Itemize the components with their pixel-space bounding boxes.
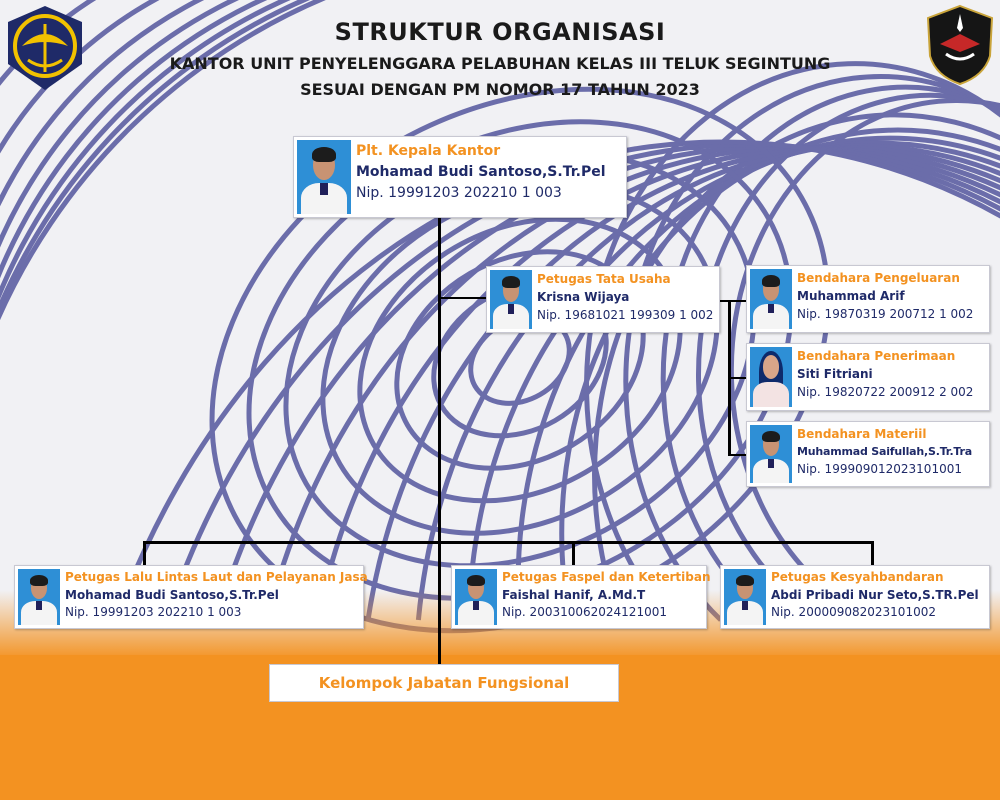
person-nip: Nip. 19820722 200912 2 002 — [797, 385, 974, 399]
connector-tu-to-bendahara — [718, 300, 748, 302]
photo-kesyahbandaran — [724, 569, 766, 625]
person-nip: Nip. 19991203 202210 1 003 — [65, 605, 242, 619]
connector-bendahara-penerimaan — [728, 377, 748, 379]
person-nip: Nip. 19991203 202210 1 003 — [356, 185, 562, 201]
role-label: Petugas Lalu Lintas Laut dan Pelayanan J… — [65, 570, 368, 584]
background-curve — [0, 0, 311, 313]
card-kesyahbandaran: Petugas Kesyahbandaran Abdi Pribadi Nur … — [720, 565, 990, 629]
background-curve — [0, 0, 240, 248]
background-curve — [515, 135, 1000, 621]
photo-kepala-kantor — [297, 140, 351, 214]
kelompok-jabatan-fungsional-box: Kelompok Jabatan Fungsional — [269, 664, 619, 702]
photo-bendahara-penerimaan — [750, 347, 792, 407]
person-name: Mohamad Budi Santoso,S.Tr.Pel — [65, 588, 279, 602]
background-curve — [696, 92, 1000, 623]
person-nip: Nip. 200310062024121001 — [502, 605, 667, 619]
person-nip: Nip. 19870319 200712 1 002 — [797, 307, 974, 321]
role-label: Petugas Tata Usaha — [537, 272, 671, 286]
photo-bendahara-materiil — [750, 425, 792, 483]
role-label: Bendahara Pengeluaran — [797, 271, 960, 285]
person-nip: Nip. 199909012023101001 — [797, 462, 962, 476]
card-bendahara-penerimaan: Bendahara Penerimaan Siti Fitriani Nip. … — [746, 343, 990, 411]
background-curve — [415, 143, 1000, 621]
person-name: Siti Fitriani — [797, 367, 873, 381]
connector-drop-middle — [572, 541, 575, 565]
connector-main-vertical — [438, 216, 441, 664]
person-name: Faishal Hanif, A.Md.T — [502, 588, 646, 602]
background-curve — [466, 140, 1000, 621]
background-curve — [0, 0, 205, 207]
photo-tata-usaha — [490, 270, 532, 329]
office-name: KANTOR UNIT PENYELENGGARA PELABUHAN KELA… — [169, 54, 831, 73]
card-lalu-lintas-laut: Petugas Lalu Lintas Laut dan Pelayanan J… — [14, 565, 368, 629]
background-curve — [584, 61, 1000, 622]
card-bendahara-materiil: Bendahara Materiil Muhammad Saifullah,S.… — [746, 421, 990, 487]
photo-faspel — [455, 569, 497, 625]
person-nip: Nip. 19681021 199309 1 002 — [537, 308, 714, 322]
role-label: Petugas Kesyahbandaran — [771, 570, 944, 584]
background-curve — [0, 0, 326, 321]
background-curve — [0, 0, 291, 300]
photo-bendahara-pengeluaran — [750, 269, 792, 329]
page-title: STRUKTUR ORGANISASI — [334, 18, 666, 46]
person-name: Abdi Pribadi Nur Seto,S.TR.Pel — [771, 588, 979, 602]
background-curve — [0, 0, 97, 86]
regulation-basis: SESUAI DENGAN PM NOMOR 17 TAHUN 2023 — [300, 80, 700, 99]
person-name: Mohamad Budi Santoso,S.Tr.Pel — [356, 164, 606, 180]
person-name: Krisna Wijaya — [537, 290, 630, 304]
kementerian-perhubungan-logo — [8, 6, 82, 90]
card-faspel: Petugas Faspel dan Ketertiban Faishal Ha… — [451, 565, 711, 629]
card-tata-usaha: Petugas Tata Usaha Krisna Wijaya Nip. 19… — [486, 266, 720, 333]
person-nip: Nip. 200009082023101002 — [771, 605, 936, 619]
person-name: Muhammad Arif — [797, 289, 905, 303]
connector-bendahara-materiil — [728, 454, 748, 456]
role-label: Bendahara Penerimaan — [797, 349, 956, 363]
card-bendahara-pengeluaran: Bendahara Pengeluaran Muhammad Arif Nip.… — [746, 265, 990, 333]
person-name: Muhammad Saifullah,S.Tr.Tra — [797, 445, 972, 458]
kplp-emblem-logo — [926, 4, 994, 86]
background-curve — [660, 84, 1000, 622]
role-label: Petugas Faspel dan Ketertiban — [502, 570, 711, 584]
photo-lalu-lintas-laut — [18, 569, 60, 625]
role-label: Plt. Kepala Kantor — [356, 143, 501, 159]
connector-drop-left — [143, 541, 146, 565]
connector-drop-right — [871, 541, 874, 565]
connector-horizontal-bottom — [143, 541, 874, 544]
role-label: Bendahara Materiil — [797, 427, 927, 441]
card-kepala-kantor: Plt. Kepala Kantor Mohamad Budi Santoso,… — [293, 136, 627, 218]
connector-tata-usaha — [440, 297, 488, 299]
background-curve — [0, 0, 268, 279]
